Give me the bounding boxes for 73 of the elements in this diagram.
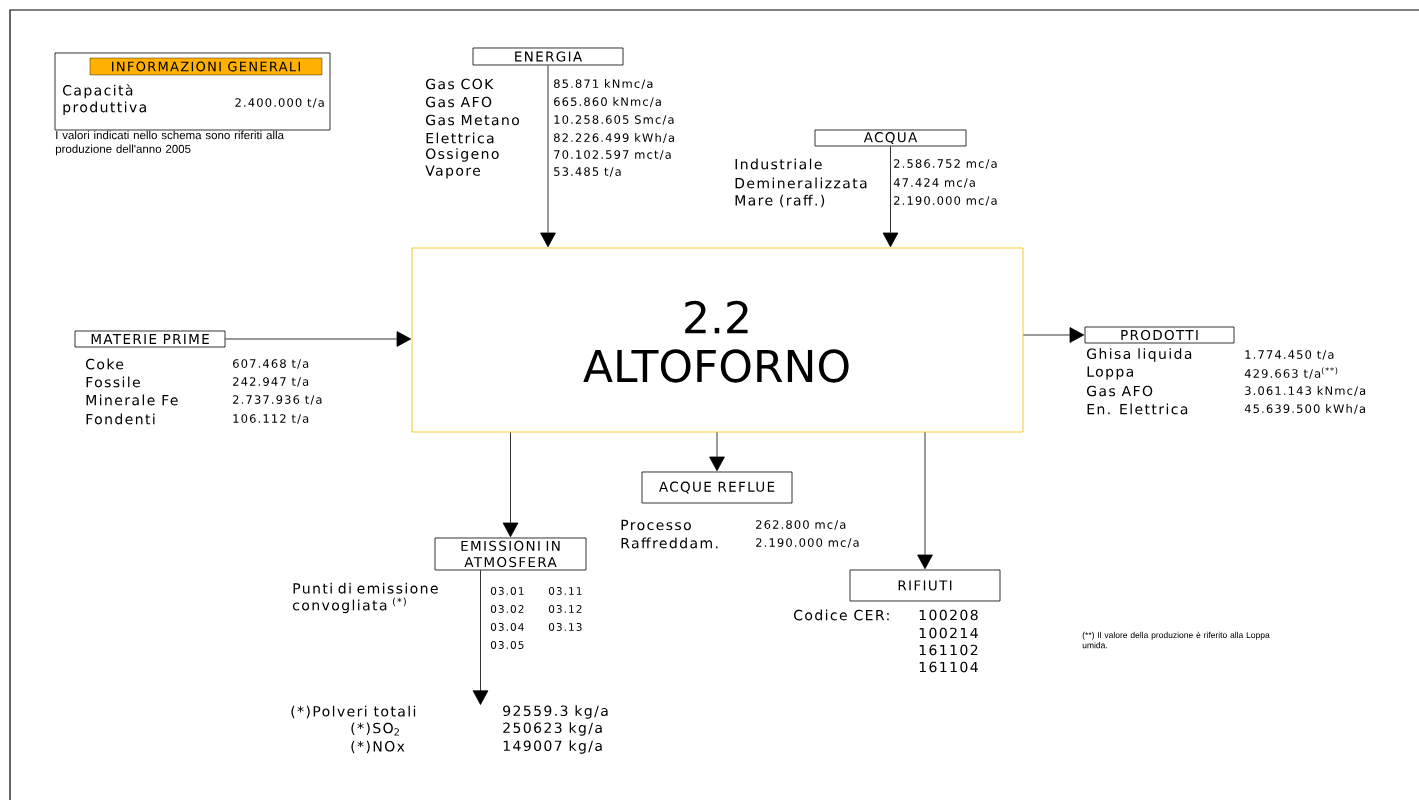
arrow <box>709 432 725 472</box>
data-text: 03.05 <box>490 641 524 649</box>
data-text: Loppa <box>1087 366 1133 380</box>
data-text: Processo <box>621 519 691 531</box>
data-text: Fossile <box>86 376 140 388</box>
header-box: PRODOTTI <box>1084 326 1235 344</box>
data-text: 607.468 t/a <box>233 359 309 369</box>
data-text: 82.226.499 kWh/a <box>554 133 674 143</box>
data-text: Punti di emissione convogliata $^{(*)}$ <box>293 582 438 614</box>
arrow <box>882 146 899 248</box>
arrow <box>1023 327 1085 343</box>
output-box: ACQUE REFLUE <box>641 471 793 504</box>
data-text: Gas Metano <box>426 114 519 126</box>
data-text: 2.737.936 t/a <box>233 395 322 405</box>
arrow <box>472 570 489 705</box>
data-text: 2.190.000 mc/a <box>756 538 859 548</box>
data-text: Elettrica <box>426 132 494 144</box>
arrow <box>540 65 556 248</box>
data-text: 70.102.597 mct/a <box>554 150 671 160</box>
data-text: Gas COK <box>426 78 494 90</box>
data-text: 161102 <box>919 644 978 656</box>
arrow <box>225 331 412 347</box>
data-text: 149007 kg/a <box>503 740 602 754</box>
data-text: 665.860 kNmc/a <box>554 97 661 107</box>
data-text: 47.424 mc/a <box>893 178 975 188</box>
data-text: Ossigeno <box>426 148 499 162</box>
output-box: EMISSIONI IN ATMOSFERA <box>434 537 587 571</box>
data-text: (*)NOx <box>351 740 405 754</box>
data-text: 53.485 t/a <box>554 167 621 177</box>
data-text: 03.04 <box>490 623 524 631</box>
data-text: 03.01 <box>490 587 524 595</box>
data-text: 03.02 <box>490 605 524 613</box>
data-text: 10.258.605 Smc/a <box>554 115 674 125</box>
data-text: Gas AFO <box>426 96 492 108</box>
note-text: I valori indicati nello schema sono riferiti alla produzione dell'anno 2005 <box>55 130 284 156</box>
note-text: (**) Il valore della produzione è riferito alla Loppa umida. <box>1082 631 1270 649</box>
data-text: Minerale Fe <box>86 394 178 406</box>
data-text: 262.800 mc/a <box>756 520 846 530</box>
data-text: 429.663 t/a$^{(**)}$ <box>1244 367 1338 379</box>
data-text: Vapore <box>425 165 481 179</box>
data-text: 161104 <box>919 661 978 673</box>
data-text: 250623 kg/a <box>503 722 602 736</box>
data-text: 85.871 kNmc/a <box>554 79 653 89</box>
data-text: En. Elettrica <box>1087 403 1188 415</box>
data-text: 2.190.000 mc/a <box>894 196 997 206</box>
data-text: Raffreddam. <box>621 537 718 549</box>
data-text: Industriale <box>735 158 822 170</box>
data-text: 3.061.143 kNmc/a <box>1245 386 1366 396</box>
data-text: (*)Polveri totali <box>291 705 416 719</box>
arrow <box>917 432 933 570</box>
data-text: Gas AFO <box>1087 385 1153 397</box>
data-text: 242.947 t/a <box>233 377 309 387</box>
data-text: 2.586.752 mc/a <box>894 159 997 169</box>
data-text: 100214 <box>919 627 978 639</box>
data-text: Fondenti <box>86 413 155 425</box>
data-text: Mare (raff.) <box>735 194 825 208</box>
data-text: (*)SO$_{2}$ <box>351 722 399 736</box>
output-box: RIFIUTI <box>849 569 1001 602</box>
data-text: 03.11 <box>548 587 582 595</box>
data-text: Codice CER: <box>794 609 889 621</box>
data-text: 03.13 <box>548 623 582 631</box>
header-box: ENERGIA <box>472 47 624 66</box>
data-text: 1.774.450 t/a <box>1245 350 1334 360</box>
header-box: MATERIE PRIME <box>74 330 226 348</box>
header-box: ACQUA <box>814 129 967 147</box>
data-text: 92559.3 kg/a <box>503 705 608 719</box>
data-text: 45.639.500 kWh/a <box>1244 404 1365 414</box>
data-text: 03.12 <box>548 605 582 613</box>
data-text: 106.112 t/a <box>233 414 309 424</box>
process-box: 2.2 ALTOFORNO <box>411 247 1024 433</box>
data-text: Demineralizzata <box>735 177 867 189</box>
info-box: INFORMAZIONI GENERALI Capacità produttiva 2.400.000 t/a <box>54 52 331 131</box>
arrow <box>502 432 519 538</box>
